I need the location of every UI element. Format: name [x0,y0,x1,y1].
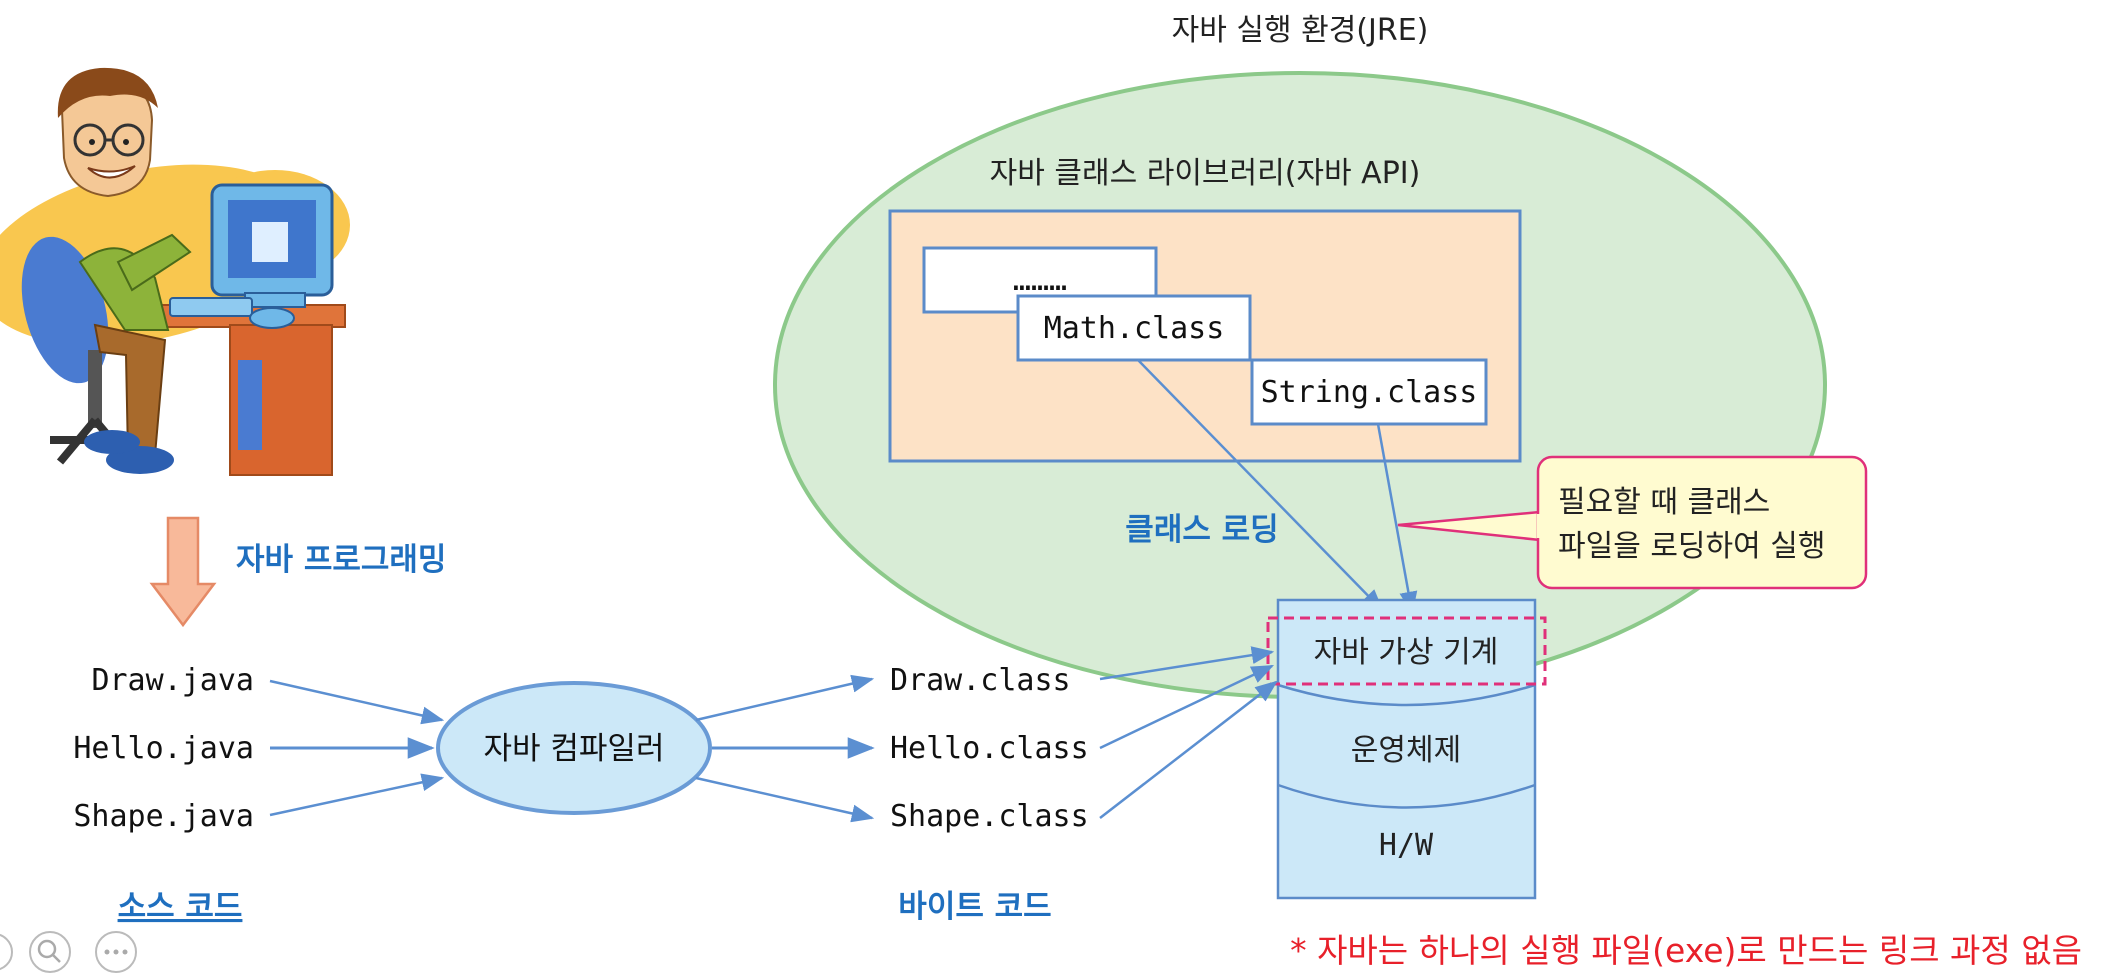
stack-curve-top [1277,683,1536,707]
programmer-illustration [0,67,350,476]
bytecode-file-draw: Draw.class [890,663,1071,698]
loading-arrow-string [1376,423,1418,615]
hw-label: H/W [1379,828,1434,863]
bytecode-file-shape: Shape.class [890,799,1089,834]
programming-label: 자바 프로그래밍 [236,542,446,578]
callout-line1: 필요할 때 클래스 [1558,485,1770,520]
source-file-hello: Hello.java [73,731,254,766]
jre-title: 자바 실행 환경(JRE) [1172,13,1429,48]
callout-pointer [1397,510,1541,542]
class-box-math [1016,294,1252,362]
system-stack [1276,598,1537,900]
callout-line2: 파일을 로딩하여 실행 [1558,529,1825,564]
os-label: 운영체제 [1351,733,1461,768]
arrow-shape-to-jvm [1099,680,1278,819]
more-icon[interactable] [95,931,137,973]
class-string-label: String.class [1261,375,1478,410]
source-code-caption: 소스 코드 [118,889,243,925]
prev-icon[interactable] [0,933,13,971]
compiler-ellipse [436,681,712,815]
class-math-label: Math.class [1044,311,1225,346]
arrow-compiler-to-draw [695,674,875,722]
arrow-hello-to-jvm [1099,664,1275,750]
compiler-label: 자바 컴파일러 [484,731,665,767]
programming-arrow [149,516,217,628]
class-ellipsis-label: ……… [1013,263,1067,298]
arrow-shape-to-compiler [269,773,445,817]
stack-curve-bottom [1277,783,1536,809]
class-loading-label: 클래스 로딩 [1125,512,1278,548]
class-box-string [1250,358,1488,426]
jvm-label: 자바 가상 기계 [1314,635,1499,670]
loading-arrow-math [1137,359,1384,612]
jvm-highlight [1266,616,1547,686]
library-title: 자바 클래스 라이브러리(자바 API) [990,156,1421,191]
zoom-icon[interactable] [29,931,71,973]
arrow-draw-to-compiler [269,679,445,725]
arrow-compiler-to-shape [695,776,875,823]
bytecode-file-hello: Hello.class [890,731,1089,766]
callout-box [1536,455,1868,590]
arrow-draw-to-jvm [1099,646,1275,681]
bytecode-caption: 바이트 코드 [898,889,1051,925]
source-file-shape: Shape.java [73,799,254,834]
source-file-draw: Draw.java [91,663,254,698]
footnote-note: * 자바는 하나의 실행 파일(exe)로 만드는 링크 과정 없음 [1290,931,2082,970]
